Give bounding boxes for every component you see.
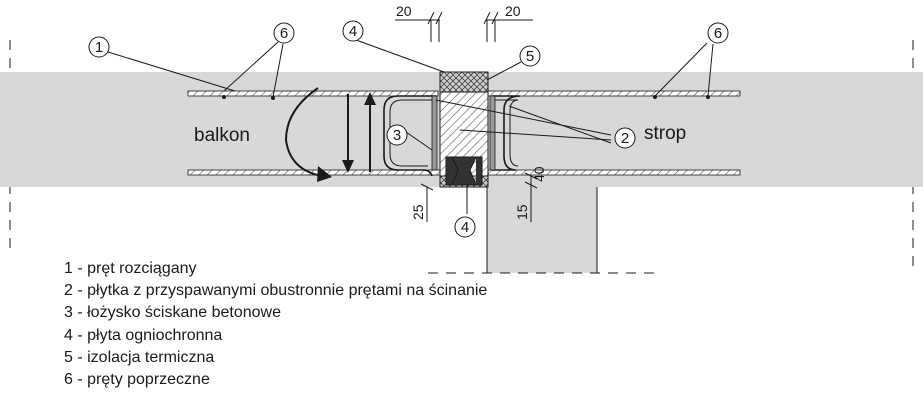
bottom-bar-right bbox=[487, 169, 741, 176]
bar-dots bbox=[222, 95, 710, 100]
callout-4-top: 4 bbox=[349, 23, 357, 40]
callout-circles bbox=[88, 20, 729, 238]
legend-item-1: 1 - pręt rozciągany bbox=[64, 260, 197, 277]
callout-4-bottom: 4 bbox=[461, 219, 469, 236]
dimension-top-right: 20 bbox=[505, 3, 521, 19]
shear-plate-right bbox=[489, 95, 496, 171]
legend-item-4: 4 - płyta ogniochronna bbox=[64, 326, 223, 344]
legend-item-6: 6 - pręty poprzeczne bbox=[64, 371, 210, 389]
support-wall bbox=[487, 187, 597, 273]
callout-6-right: 6 bbox=[714, 25, 722, 42]
compression-bearing bbox=[445, 156, 483, 186]
dimension-top-left: 20 bbox=[396, 3, 412, 19]
moment-arrow bbox=[284, 87, 323, 177]
callout-2: 2 bbox=[621, 130, 629, 147]
callout-6-left: 6 bbox=[280, 25, 288, 42]
force-arrow-down-head bbox=[342, 160, 354, 173]
dimension-bottom-left: 25 bbox=[410, 204, 426, 220]
moment-arrow-head bbox=[317, 166, 332, 182]
legend-item-2: 2 - płytka z przyspawanymi obustronnie p… bbox=[64, 282, 488, 300]
shear-loop-right-inner bbox=[494, 99, 519, 167]
dimension-bottom-mid: 40 bbox=[531, 166, 547, 182]
legend: 1 - pręt rozciągany 2 - płytka z przyspa… bbox=[64, 258, 487, 391]
callout-1: 1 bbox=[95, 39, 103, 56]
shear-plate bbox=[431, 95, 438, 171]
dimension-bottom-right: 15 bbox=[514, 204, 530, 220]
dimension-lines bbox=[395, 11, 538, 222]
legend-item-5: 5 - izolacja termiczna bbox=[64, 348, 215, 366]
ceiling-label: strop bbox=[644, 123, 686, 144]
legend-item-3: 3 - łożysko ściskane betonowe bbox=[64, 304, 281, 322]
callout-3: 3 bbox=[393, 127, 401, 144]
top-bar-right bbox=[487, 90, 741, 97]
balcony-label: balkon bbox=[194, 125, 250, 146]
fire-board-top bbox=[439, 71, 489, 93]
callout-5: 5 bbox=[526, 48, 534, 65]
force-arrow-up-head bbox=[364, 92, 376, 105]
leader-lines bbox=[107, 39, 714, 214]
shear-loop-left bbox=[383, 95, 436, 177]
